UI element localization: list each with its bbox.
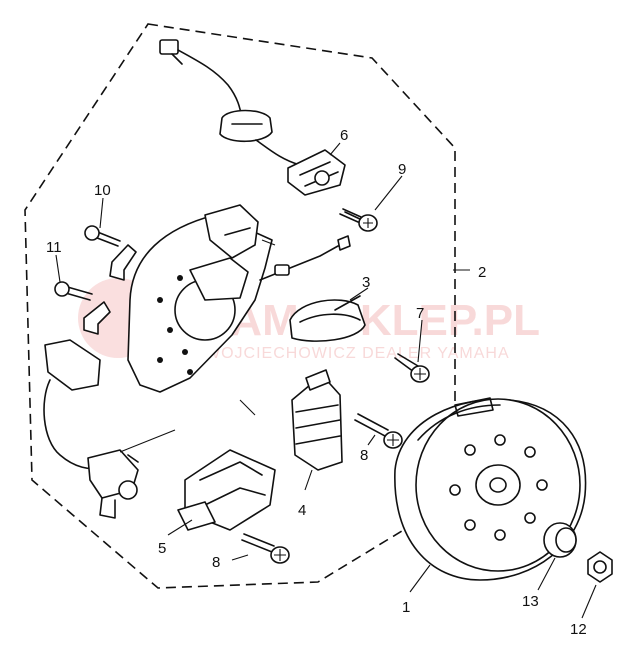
callout-7: 7: [416, 305, 424, 322]
callout-3: 3: [362, 274, 370, 291]
callout-10: 10: [94, 182, 111, 199]
watermark-sub-text: WOJCIECHOWICZ DEALER YAMAHA: [205, 345, 510, 362]
callout-8-upper: 8: [360, 447, 368, 464]
pickup-coil: [287, 149, 346, 196]
assembly-boundary: [24, 23, 456, 589]
screw-8-upper: [354, 413, 403, 449]
bracket-11: [83, 301, 111, 335]
connector-top: [159, 39, 243, 119]
callout-8-lower: 8: [212, 554, 220, 571]
callout-leaders: [55, 142, 597, 619]
screw-7: [394, 353, 430, 383]
lead-wire: [259, 235, 351, 281]
screw-11: [54, 281, 93, 301]
callout-9: 9: [398, 161, 406, 178]
callout-2: 2: [478, 264, 486, 281]
coil-4: [291, 369, 343, 471]
callout-6: 6: [340, 127, 348, 144]
wire-harness-left: [43, 339, 139, 519]
grommet: [219, 109, 301, 166]
callout-11: 11: [46, 239, 62, 256]
watermark-main-text: YAMASKLEP.PL: [205, 296, 540, 345]
stator-plate: [127, 204, 273, 393]
cdi-unit: [177, 449, 276, 531]
washer-13: [543, 522, 577, 558]
flywheel-rotor: [394, 397, 587, 581]
screw-8-lower: [241, 533, 290, 564]
charge-coil-3: [289, 295, 366, 342]
bracket-10: [109, 244, 137, 281]
callout-13: 13: [522, 593, 539, 610]
callout-1: 1: [402, 599, 410, 616]
watermark: YAMASKLEP.PL WOJCIECHOWICZ DEALER YAMAHA: [78, 278, 540, 362]
callout-labels: 1 2 3 4 5 6 7 8 8 9 10 11 12 13: [46, 127, 587, 638]
screw-10: [84, 225, 121, 247]
leader-lines: [119, 239, 276, 453]
screw-9: [339, 208, 378, 232]
callout-5: 5: [158, 540, 166, 557]
nut-12: [587, 551, 613, 583]
callout-4: 4: [298, 502, 306, 519]
callout-12: 12: [570, 621, 587, 638]
